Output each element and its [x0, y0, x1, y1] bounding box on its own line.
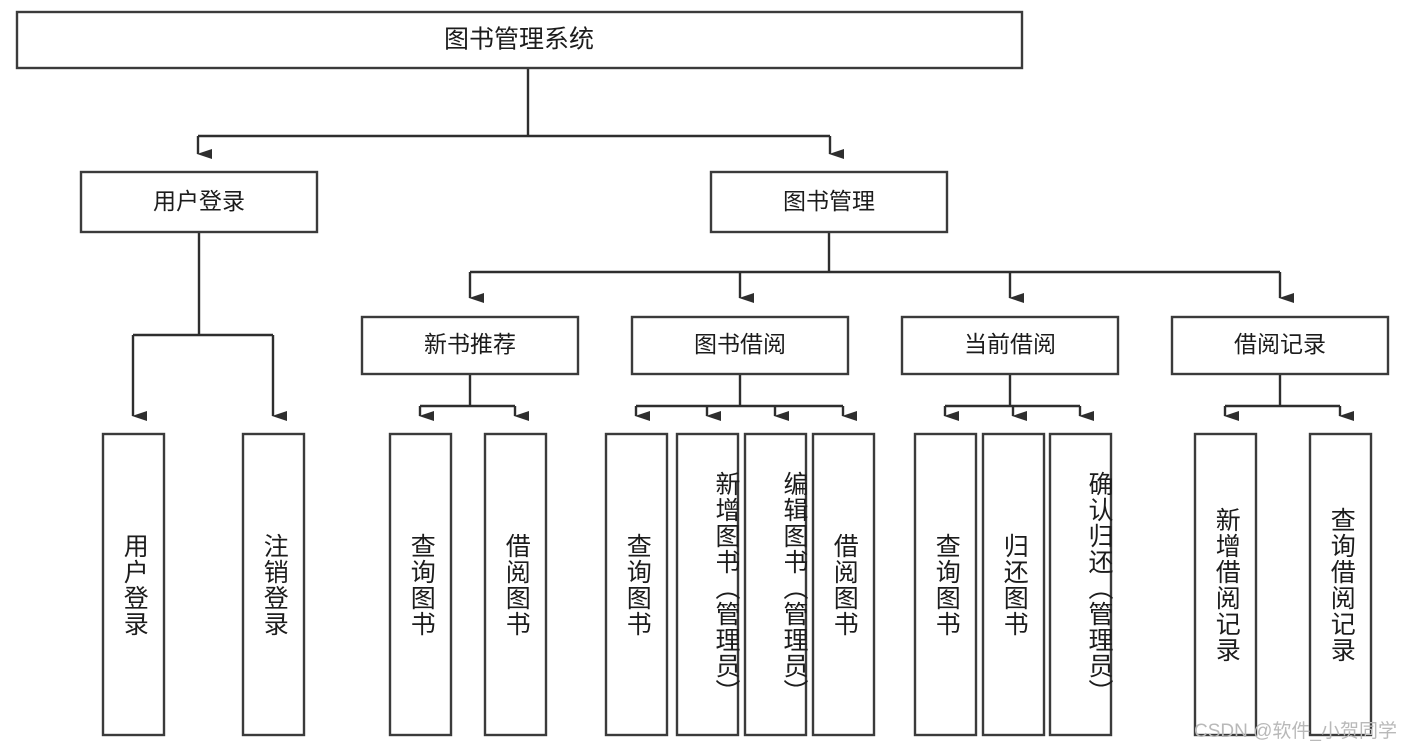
- connector-bookborrow-to-leaves: [634, 374, 857, 421]
- leaf-label-borrow-book-2[interactable]: 借阅图书: [830, 532, 859, 637]
- leaf-box-add-book: [675, 432, 740, 737]
- node-book-management[interactable]: 图书管理: [709, 170, 949, 234]
- node-user-login[interactable]: 用户登录: [79, 170, 319, 234]
- node-current-borrow-label: 当前借阅: [964, 331, 1056, 357]
- connector-bookmgmt-to-level3: [468, 232, 1294, 303]
- leaf-box-logout-login: [241, 432, 306, 737]
- leaf-box-return-book: [981, 432, 1046, 737]
- connector-currentborrow-to-leaves: [943, 374, 1094, 421]
- leaf-box-query-book-1: [388, 432, 453, 737]
- node-new-book-recommend-label: 新书推荐: [424, 331, 516, 357]
- node-user-login-label: 用户登录: [153, 188, 245, 214]
- leaf-box-query-book-3: [913, 432, 978, 737]
- node-current-borrow[interactable]: 当前借阅: [900, 315, 1120, 376]
- leaf-box-add-record: [1193, 432, 1258, 737]
- node-book-borrow[interactable]: 图书借阅: [630, 315, 850, 376]
- leaf-box-query-book-2: [604, 432, 669, 737]
- leaf-label-borrow-book-1[interactable]: 借阅图书: [502, 532, 531, 637]
- leaf-box-query-record: [1308, 432, 1373, 737]
- connector-newbook-to-leaves: [418, 374, 529, 421]
- leaf-box-edit-book: [743, 432, 808, 737]
- leaf-label-logout-login[interactable]: 注销登录: [260, 532, 289, 637]
- leaf-box-borrow-book-1: [483, 432, 548, 737]
- connector-root-to-level2: [196, 68, 844, 159]
- leaf-label-query-book-2[interactable]: 查询图书: [623, 532, 652, 637]
- leaf-label-add-book[interactable]: 新增图书（管理员）: [712, 470, 740, 705]
- leaf-label-query-book-1[interactable]: 查询图书: [407, 532, 436, 637]
- leaf-box-user-login: [101, 432, 166, 737]
- node-book-borrow-label: 图书借阅: [694, 331, 786, 357]
- leaf-box-borrow-book-2: [811, 432, 876, 737]
- leaf-label-edit-book[interactable]: 编辑图书（管理员）: [780, 470, 808, 705]
- node-root-label: 图书管理系统: [444, 26, 594, 54]
- leaf-box-confirm-return: [1048, 432, 1113, 737]
- node-borrow-record[interactable]: 借阅记录: [1170, 315, 1390, 376]
- node-root[interactable]: 图书管理系统: [15, 10, 1024, 70]
- connector-borrowrecord-to-leaves: [1223, 374, 1354, 421]
- leaf-label-user-login[interactable]: 用户登录: [120, 532, 149, 637]
- leaf-label-add-record[interactable]: 新增借阅记录: [1212, 507, 1241, 663]
- leaf-boxes: [101, 432, 1373, 737]
- leaf-label-query-book-3[interactable]: 查询图书: [932, 532, 961, 637]
- node-borrow-record-label: 借阅记录: [1234, 331, 1326, 357]
- leaf-label-return-book[interactable]: 归还图书: [1000, 532, 1029, 637]
- node-new-book-recommend[interactable]: 新书推荐: [360, 315, 580, 376]
- node-book-management-label: 图书管理: [783, 188, 875, 214]
- leaf-label-query-record[interactable]: 查询借阅记录: [1327, 507, 1356, 663]
- leaf-label-confirm-return[interactable]: 确认归还（管理员）: [1085, 470, 1113, 705]
- connector-userlogin-to-leaves: [131, 232, 287, 421]
- csdn-watermark: CSDN @软件_小贺同学: [1194, 721, 1397, 742]
